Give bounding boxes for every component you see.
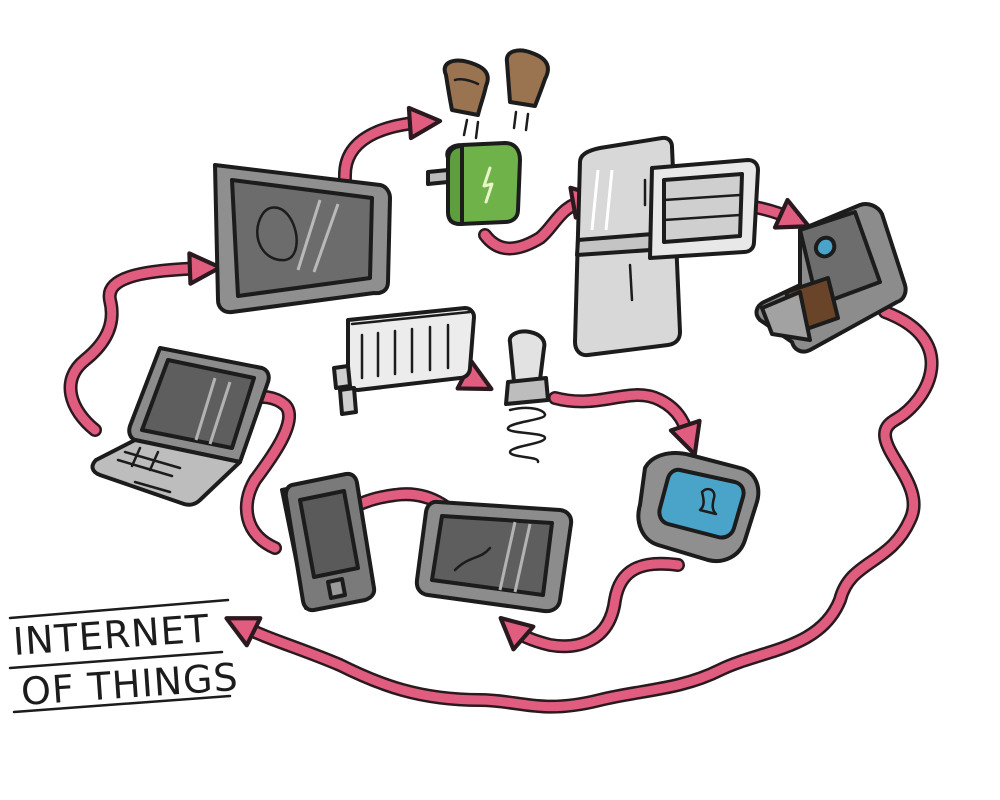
smartwatch-icon — [638, 453, 758, 561]
title-block: INTERNET OF THINGS — [10, 600, 240, 714]
smartphone-icon — [282, 474, 374, 610]
tablet-icon — [417, 502, 571, 611]
coffee-maker-icon — [757, 204, 906, 352]
monitor-icon — [215, 165, 390, 312]
laptop-icon — [93, 348, 269, 505]
toast-icon — [445, 50, 548, 138]
arrow-bulb-to-watch — [555, 395, 690, 440]
toaster-icon — [428, 143, 520, 224]
light-bulb-icon — [506, 331, 548, 462]
radiator-icon — [334, 308, 474, 414]
refrigerator-icon — [575, 138, 758, 355]
